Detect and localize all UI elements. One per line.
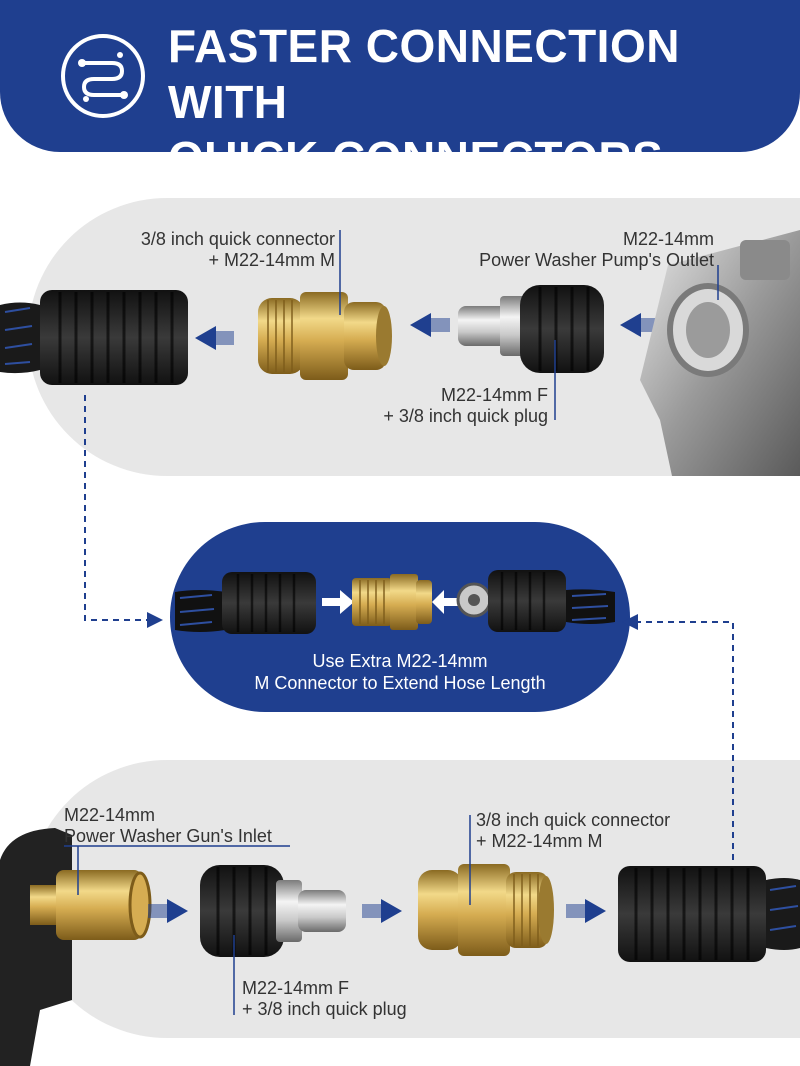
- page-title: FASTER CONNECTION WITH QUICK CONNECTORS: [168, 20, 680, 184]
- extension-note: Use Extra M22-14mm M Connector to Extend…: [254, 651, 546, 693]
- header-banner: FASTER CONNECTION WITH QUICK CONNECTORS: [0, 0, 800, 184]
- arrow-left-icon: [410, 313, 450, 337]
- top-plug-label: M22-14mm F + 3/8 inch quick plug: [383, 385, 548, 426]
- extension-hose-left: [175, 572, 316, 634]
- top-connector-label: 3/8 inch quick connector + M22-14mm M: [140, 229, 335, 270]
- hose-bottom-right: [618, 866, 800, 962]
- gun-inlet-label: M22-14mm Power Washer Gun's Inlet: [64, 805, 272, 846]
- extra-m22-connector: [352, 574, 432, 630]
- bottom-plug-label: M22-14mm F + 3/8 inch quick plug: [242, 978, 407, 1019]
- brass-quick-connector-top: [258, 292, 392, 380]
- arrow-left-icon: [432, 590, 458, 614]
- brass-quick-connector-bottom: [418, 864, 554, 956]
- dashed-flow-line-right: [622, 614, 734, 860]
- spray-gun-inlet: [0, 828, 152, 1066]
- arrow-right-icon: [322, 590, 354, 614]
- bottom-connector-label: 3/8 inch quick connector + M22-14mm M: [476, 810, 671, 851]
- arrow-right-icon: [566, 899, 606, 923]
- pump-outlet-label: M22-14mm Power Washer Pump's Outlet: [479, 229, 714, 270]
- quick-plug-top: [458, 285, 604, 373]
- arrow-right-icon: [148, 899, 188, 923]
- hose-top-left: [0, 290, 188, 385]
- arrow-left-icon: [195, 326, 234, 350]
- connection-flow-icon: [61, 34, 145, 118]
- pump-outlet: [640, 230, 800, 476]
- dashed-flow-line-left: [84, 395, 163, 628]
- extension-hose-right: [456, 570, 615, 632]
- quick-plug-bottom: [200, 865, 346, 957]
- arrow-right-icon: [362, 899, 402, 923]
